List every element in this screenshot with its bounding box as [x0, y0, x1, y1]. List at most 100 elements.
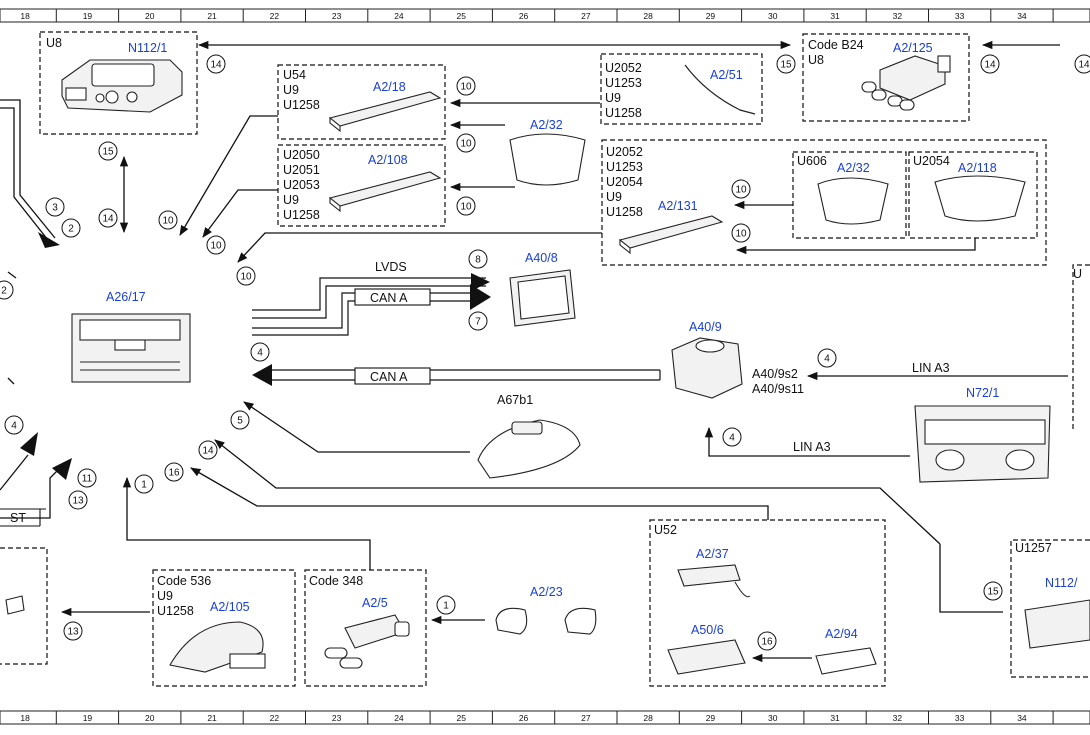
module-a2-131-drawing [618, 215, 724, 255]
marker-label-m2: 2 [68, 224, 74, 235]
label-a2-125: A2/125 [893, 41, 933, 55]
bottom-ruler-cell: 25 [457, 713, 467, 723]
code-u8-top: U8 [46, 36, 62, 50]
bottom-ruler-cell: 28 [643, 713, 653, 723]
marker-circle-m13b [63, 621, 83, 641]
marker-label-m4a: 4 [257, 348, 263, 359]
marker-circle-m2left [0, 280, 14, 300]
label-n72-1: N72/1 [966, 386, 999, 400]
marker-label-m4b: 4 [824, 354, 830, 365]
marker-circle-m15c [983, 581, 1003, 601]
bottom-ruler-cell: 19 [83, 713, 93, 723]
marker-circle-m16b [757, 631, 777, 651]
top-ruler-cell: 29 [706, 11, 716, 21]
marker-label-m10d: 10 [735, 185, 747, 196]
label-a2-5: A2/5 [362, 596, 388, 610]
wires [0, 40, 1068, 663]
marker-circle-m10h [236, 266, 256, 286]
box-a2-105 [152, 569, 296, 687]
marker-label-m5: 5 [237, 416, 243, 427]
marker-label-m1b: 1 [443, 601, 449, 612]
box131-code-0: U2052 [606, 145, 643, 159]
bottom-ruler-cell: 24 [394, 713, 404, 723]
box-a2-18 [277, 64, 446, 140]
marker-label-m16a: 16 [168, 468, 180, 479]
box-a2-125 [802, 33, 970, 122]
bottom-ruler-cell: 27 [581, 713, 591, 723]
code-st-partial: ST [10, 511, 26, 525]
code536-2: U1258 [157, 604, 194, 618]
code536-1: U9 [157, 589, 173, 603]
marker-label-m10f: 10 [162, 216, 174, 227]
box51-code-3: U1258 [605, 106, 642, 120]
box-n112-1 [39, 31, 198, 135]
code-348: Code 348 [309, 574, 363, 588]
box108-code-1: U2051 [283, 163, 320, 177]
label-a2-32-right: A2/32 [837, 161, 870, 175]
marker-circle-m1b [436, 595, 456, 615]
bottom-ruler-cell: 29 [706, 713, 716, 723]
box131-code-4: U1258 [606, 205, 643, 219]
marker-label-m10g: 10 [210, 241, 222, 252]
part-a2-105-drawing [169, 621, 266, 673]
marker-circle-m4c [722, 427, 742, 447]
code-u8-b24: U8 [808, 53, 824, 67]
box51-code-0: U2052 [605, 61, 642, 75]
marker-circle-m13a [68, 490, 88, 510]
top-ruler [0, 8, 1090, 23]
top-ruler-cell: 34 [1017, 11, 1027, 21]
bottom-ruler-cell: 33 [955, 713, 965, 723]
box-u606 [792, 151, 907, 239]
box-a2-108 [277, 144, 446, 227]
bottom-ruler-cell: 21 [207, 713, 217, 723]
label-a2-23: A2/23 [530, 585, 563, 599]
bottom-ruler-cell: 34 [1017, 713, 1027, 723]
marker-label-m2left: 2 [1, 286, 7, 297]
label-a2-118: A2/118 [958, 161, 997, 175]
signal-lvds: LVDS [375, 260, 407, 274]
marker-circle-m4a [250, 342, 270, 362]
marker-circle-m10a [456, 76, 476, 96]
marker-circle-m1a [134, 474, 154, 494]
label-a2-108: A2/108 [368, 153, 408, 167]
box131-code-3: U9 [606, 190, 622, 204]
label-a50-6: A50/6 [691, 623, 724, 637]
marker-circle-m8 [468, 249, 488, 269]
label-a2-51: A2/51 [710, 68, 743, 82]
marker-circle-m10f [158, 210, 178, 230]
marker-label-m7: 7 [475, 317, 481, 328]
signal-lin-a3-top: LIN A3 [912, 361, 950, 375]
module-a2-18-drawing [328, 91, 442, 133]
label-a2-131: A2/131 [658, 199, 698, 213]
mirror-a67b1-drawing [477, 419, 581, 479]
top-ruler-cell: 28 [643, 11, 653, 21]
box108-code-0: U2050 [283, 148, 320, 162]
windshield-u606-drawing [817, 177, 889, 225]
box-a2-131 [601, 139, 1047, 266]
top-ruler-cell: 21 [207, 11, 217, 21]
label-a67b1: A67b1 [497, 393, 533, 407]
marker-label-m1a: 1 [141, 480, 147, 491]
marker-label-m14e: 14 [1078, 60, 1090, 71]
signal-can-a-mid: CAN A [370, 370, 408, 384]
display-a40-8-drawing [509, 269, 576, 327]
marker-label-m15b: 15 [102, 147, 114, 158]
panel-n72-1-drawing [914, 405, 1051, 483]
module-a2-108-drawing [328, 171, 442, 213]
code-u2054: U2054 [913, 154, 950, 168]
label-a26-17: A26/17 [106, 290, 146, 304]
code-a40-9s2: A40/9s2 [752, 367, 798, 381]
marker-circle-m10e [731, 223, 751, 243]
box108-code-2: U2053 [283, 178, 320, 192]
label-a40-8: A40/8 [525, 251, 558, 265]
label-n112-1: N112/1 [128, 41, 167, 55]
marker-label-m16b: 16 [761, 637, 773, 648]
marker-label-m4left: 4 [11, 421, 17, 432]
marker-circle-m5 [230, 410, 250, 430]
marker-circle-m15b [98, 141, 118, 161]
marker-label-m11: 11 [82, 474, 93, 485]
top-ruler-cell: 32 [893, 11, 903, 21]
box-right-partial [1072, 264, 1090, 430]
marker-label-m14c: 14 [102, 214, 114, 225]
key-a50-6-drawing [667, 639, 746, 675]
